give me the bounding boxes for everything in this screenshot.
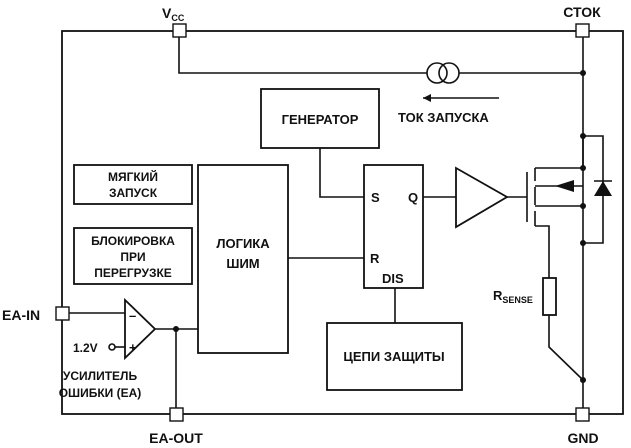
startup-current-label: ТОК ЗАПУСКА — [398, 110, 489, 125]
ea-minus: – — [129, 308, 136, 323]
gate-driver — [455, 166, 509, 229]
ea-caption-1: УСИЛИТЕЛЬ — [63, 369, 138, 383]
flipflop-s: S — [371, 190, 380, 205]
flipflop-dis: DIS — [382, 271, 404, 286]
vcc-pin — [172, 23, 187, 38]
rsense-to-gnd-wire — [548, 315, 584, 381]
soft-start-block — [73, 164, 193, 205]
pwm-logic-label-1: ЛОГИКА — [216, 236, 270, 251]
protection-block — [326, 322, 463, 391]
rsense-resistor — [542, 277, 557, 316]
ea-caption-2: ОШИБКИ (EA) — [59, 386, 142, 400]
pwm-logic-label-2: ШИМ — [226, 256, 259, 271]
flipflop-r: R — [370, 251, 380, 266]
pwm-logic-block — [197, 164, 289, 354]
junction-dot — [580, 240, 586, 246]
ea-out-pin — [169, 407, 184, 422]
junction-dot — [580, 165, 586, 171]
ea-out-label: EA-OUT — [149, 430, 203, 446]
overload-label-2: ПРИ — [120, 250, 145, 264]
reference-node — [108, 343, 116, 351]
soft-start-label-1: МЯГКИЙ — [108, 169, 158, 184]
startup-arrow-head — [423, 94, 431, 102]
rsense-label: RSENSE — [493, 288, 533, 305]
generator-to-s-wire — [319, 148, 364, 198]
gnd-pin — [575, 407, 590, 422]
body-diode-loop — [582, 135, 604, 244]
junction-dot — [580, 70, 586, 76]
vcc-label: VCC — [162, 5, 185, 23]
overload-lockout-block — [73, 227, 193, 285]
current-source-circle-left — [426, 62, 448, 84]
flipflop-block — [363, 164, 424, 289]
gnd-label: GND — [567, 430, 598, 446]
flipflop-q: Q — [408, 190, 418, 205]
overload-label-1: БЛОКИРОВКА — [91, 234, 175, 248]
chip-outline — [61, 30, 624, 415]
ea-in-label: EA-IN — [2, 307, 40, 323]
overload-label-3: ПЕРЕГРУЗКЕ — [94, 266, 172, 280]
generator-label: ГЕНЕРАТОР — [282, 112, 359, 127]
mosfet-arrow — [555, 180, 574, 192]
vcc-wire — [178, 37, 427, 74]
protection-label: ЦЕПИ ЗАЩИТЫ — [343, 349, 444, 364]
body-diode — [594, 181, 612, 196]
junction-dot — [580, 377, 586, 383]
ea-plus: + — [129, 340, 137, 355]
drain-pin — [575, 23, 590, 38]
ea-in-pin — [55, 306, 70, 321]
sense-wire — [535, 225, 550, 278]
junction-dot — [580, 203, 586, 209]
reference-label: 1.2V — [73, 341, 98, 355]
drain-label: СТОК — [563, 4, 601, 20]
current-source-circle-right — [438, 62, 460, 84]
soft-start-label-2: ЗАПУСК — [109, 186, 158, 200]
error-amplifier — [124, 297, 157, 361]
